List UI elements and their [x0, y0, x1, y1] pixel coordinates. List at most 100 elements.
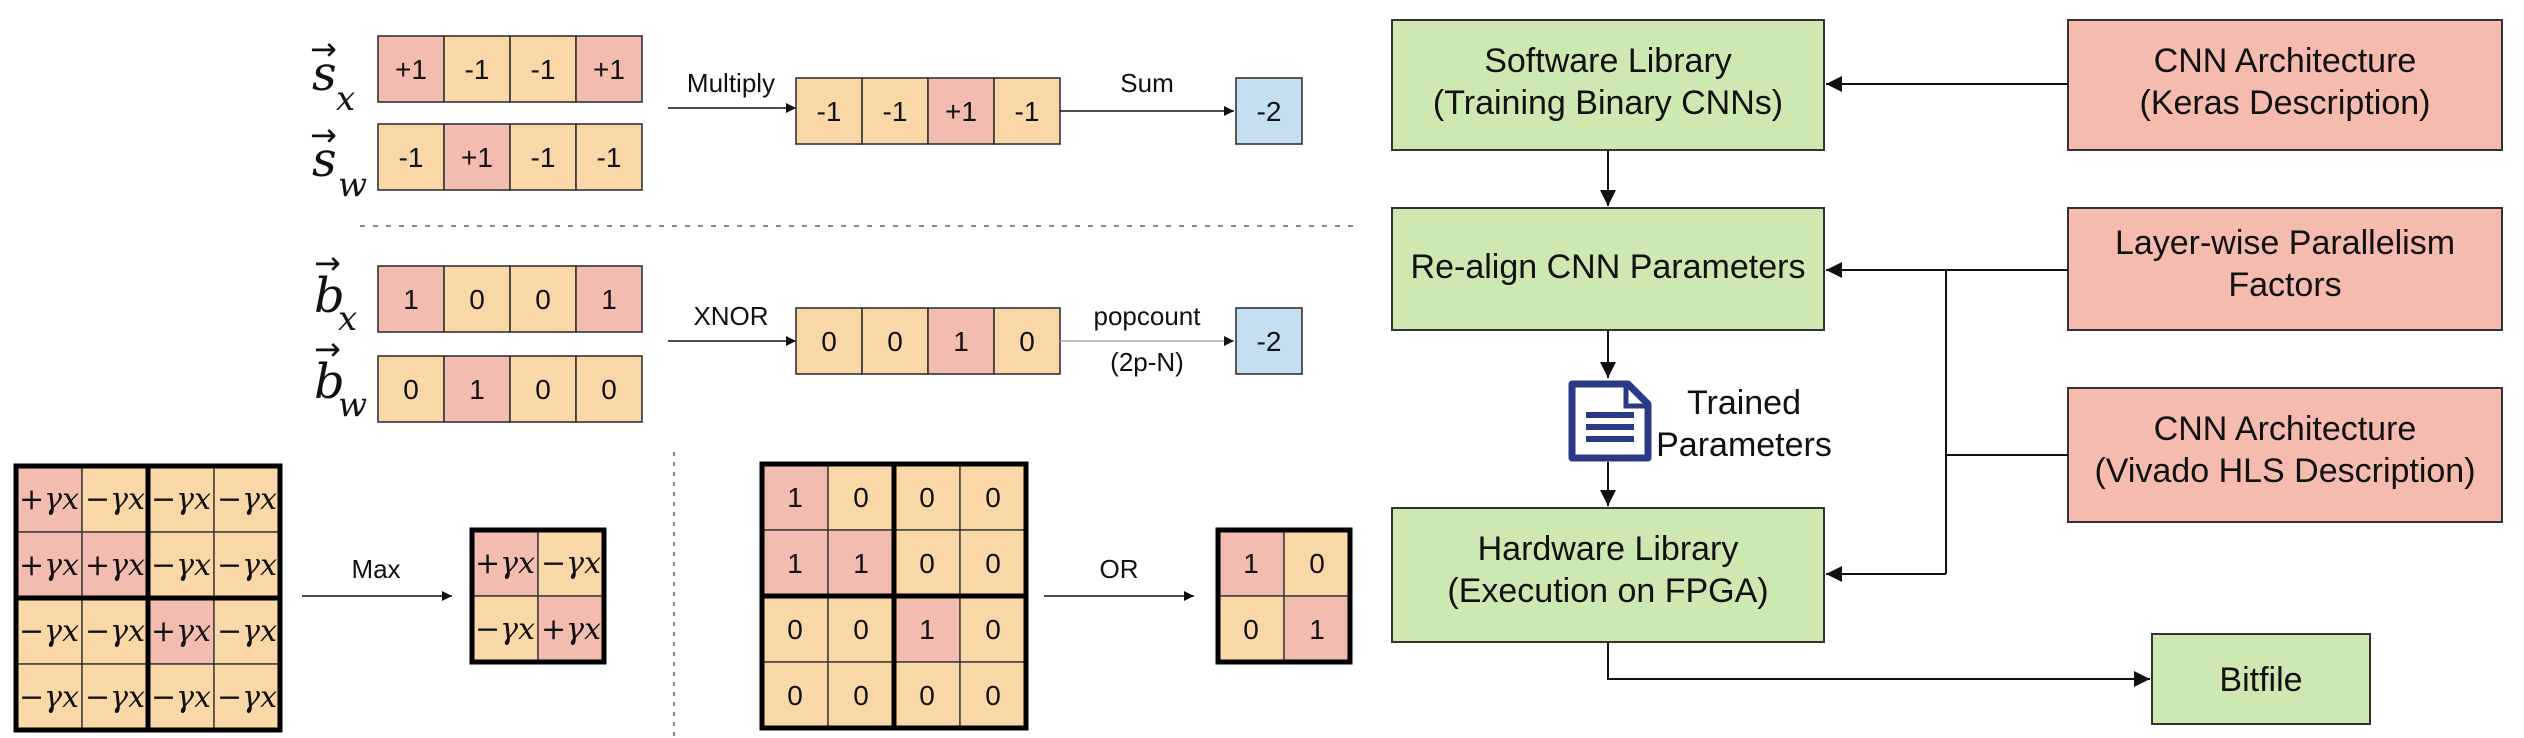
document-icon	[1568, 380, 1652, 462]
hardware-library-box: Hardware Library (Execution on FPGA)	[1391, 507, 1825, 643]
cell-value: 0	[919, 482, 935, 513]
svg-text:(Execution on FPGA): (Execution on FPGA)	[1447, 572, 1768, 610]
cell-value: -1	[531, 54, 556, 85]
svg-text:b: b	[314, 354, 345, 410]
sw-vector: -1+1-1-1	[377, 123, 643, 191]
vector-cell	[509, 355, 577, 423]
svg-text:w: w	[338, 385, 367, 425]
vector-cell	[927, 307, 995, 375]
signed-product-vector: -1-1+1-1	[795, 77, 1061, 145]
svg-text:Software Library: Software Library	[1484, 42, 1732, 80]
bw-vector-label: b w →	[314, 330, 367, 425]
svg-text:Bitfile: Bitfile	[2219, 661, 2302, 699]
cell-value: 1	[469, 374, 485, 405]
grid-cell	[959, 463, 1027, 531]
cell-value: -1	[817, 96, 842, 127]
cell-value: 1	[787, 548, 803, 579]
svg-text:x: x	[338, 299, 357, 339]
cell-value: -1	[399, 142, 424, 173]
grid-cell	[537, 595, 605, 663]
cell-value: 0	[985, 614, 1001, 645]
cell-value: -1	[465, 54, 490, 85]
cell-value: 0	[887, 326, 903, 357]
cell-value: +1	[461, 142, 493, 173]
grid-cell	[893, 661, 961, 729]
svg-text:→: →	[310, 116, 337, 154]
svg-text:Layer-wise Parallelism: Layer-wise Parallelism	[2115, 224, 2455, 262]
grid-cell	[213, 531, 281, 599]
cell-value: 0	[985, 548, 1001, 579]
cell-value: +1	[395, 54, 427, 85]
cell-value: −γx	[151, 680, 211, 715]
cell-value: 0	[469, 284, 485, 315]
bitfile-box: Bitfile	[2151, 633, 2371, 725]
cell-value: +γx	[475, 546, 535, 581]
cell-value: 1	[953, 326, 969, 357]
svg-text:(Vivado HLS Description): (Vivado HLS Description)	[2094, 452, 2475, 490]
grid-cell	[959, 661, 1027, 729]
cell-value: +1	[593, 54, 625, 85]
vector-cell	[377, 355, 445, 423]
cell-value: +γx	[541, 612, 601, 647]
max-label: Max	[351, 554, 400, 584]
vector-cell	[575, 35, 643, 103]
vector-cell	[509, 35, 577, 103]
cell-value: 0	[853, 614, 869, 645]
binary-result-box	[1235, 307, 1303, 375]
cell-value: −γx	[217, 680, 277, 715]
trained-parameters-label-2: Parameters	[1656, 426, 1832, 464]
sw-vector-label: s w →	[310, 116, 367, 205]
cell-value: 0	[985, 680, 1001, 711]
binary-result: -2	[1257, 326, 1282, 357]
popcount-sublabel: (2p-N)	[1110, 347, 1184, 377]
grid-border	[469, 527, 607, 665]
vector-cell	[509, 265, 577, 333]
arrow-hardware-to-bitfile	[1607, 642, 2150, 687]
svg-text:b: b	[314, 268, 345, 324]
cell-value: +γx	[19, 482, 79, 517]
svg-text:x: x	[336, 79, 355, 119]
vector-cell	[861, 307, 929, 375]
svg-text:→: →	[310, 30, 337, 68]
signed-pool-output: +γx−γx−γx+γx	[469, 527, 607, 665]
grid-cell	[147, 663, 215, 731]
cell-value: −γx	[151, 482, 211, 517]
software-library-box: Software Library (Training Binary CNNs)	[1391, 19, 1825, 151]
vector-cell	[443, 35, 511, 103]
vector-cell	[443, 123, 511, 191]
cell-value: 0	[919, 548, 935, 579]
cell-value: −γx	[85, 482, 145, 517]
cell-value: 0	[1243, 614, 1259, 645]
cell-value: −γx	[217, 548, 277, 583]
grid-cell	[1283, 529, 1351, 597]
cell-value: 1	[403, 284, 419, 315]
realign-box: Re-align CNN Parameters	[1391, 207, 1825, 331]
svg-text:w: w	[338, 165, 367, 205]
cell-value: 0	[821, 326, 837, 357]
cell-value: +γx	[19, 548, 79, 583]
grid-cell	[81, 663, 149, 731]
cell-value: 1	[853, 548, 869, 579]
signed-section: s x → +1-1-1+1 s w → -1+1-1-1 Multiply -…	[310, 30, 1303, 205]
cell-value: −γx	[85, 614, 145, 649]
cell-value: 0	[919, 680, 935, 711]
vector-cell	[443, 355, 511, 423]
or-label: OR	[1100, 554, 1139, 584]
svg-text:CNN Architecture: CNN Architecture	[2154, 410, 2417, 448]
svg-text:Hardware Library: Hardware Library	[1478, 530, 1739, 568]
grid-cell	[537, 529, 605, 597]
cell-value: -1	[883, 96, 908, 127]
bx-vector-label: b x →	[314, 244, 357, 339]
svg-text:Re-align CNN Parameters: Re-align CNN Parameters	[1411, 248, 1806, 286]
grid-cell	[15, 597, 83, 665]
vector-cell	[795, 77, 863, 145]
cell-value: 0	[1309, 548, 1325, 579]
svg-text:CNN Architecture: CNN Architecture	[2154, 42, 2417, 80]
vector-cell	[927, 77, 995, 145]
vector-cell	[443, 265, 511, 333]
cell-value: +γx	[151, 614, 211, 649]
vector-cell	[575, 355, 643, 423]
